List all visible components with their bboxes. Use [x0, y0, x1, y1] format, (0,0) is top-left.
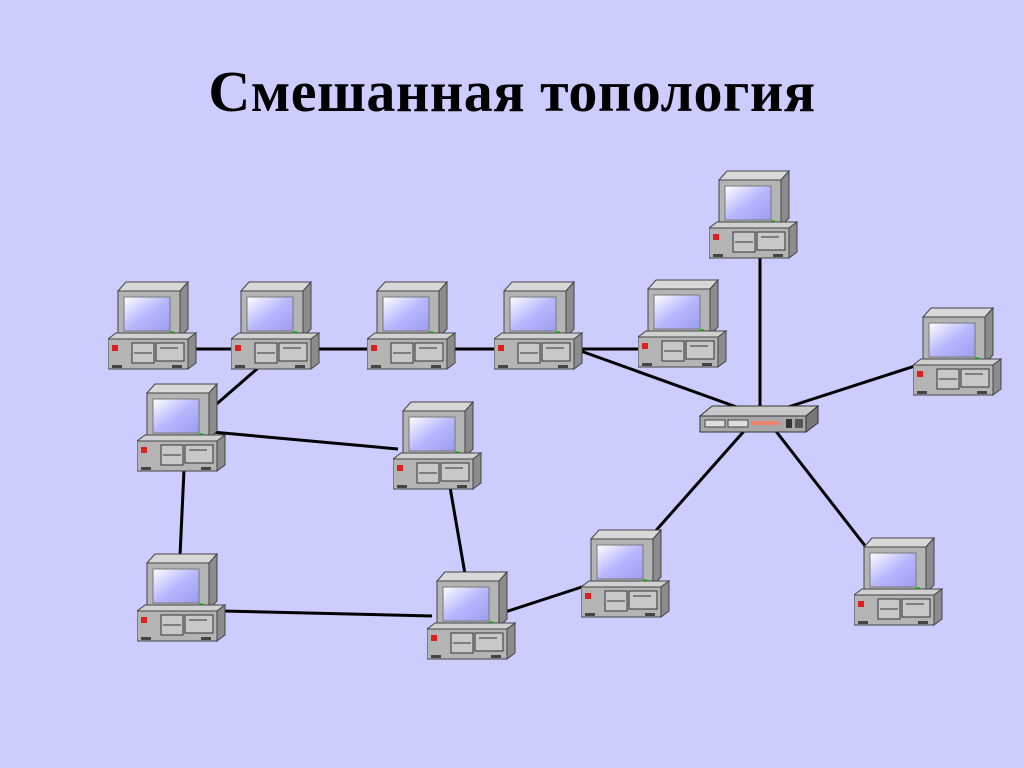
computer-icon — [854, 538, 942, 625]
computer-icon — [367, 282, 455, 369]
computer-icon — [581, 530, 669, 617]
link — [650, 429, 747, 536]
link — [211, 366, 259, 410]
computer-icon — [638, 280, 726, 367]
hub — [698, 404, 820, 433]
link — [504, 583, 589, 614]
computer-icon — [137, 554, 225, 641]
link — [178, 469, 186, 557]
computer-icon — [393, 402, 481, 489]
link — [784, 363, 919, 410]
computer-icon — [494, 282, 582, 369]
computers — [108, 171, 1001, 659]
computer-icon — [427, 572, 515, 659]
computer-icon — [231, 282, 319, 369]
computer-icon — [108, 282, 196, 369]
computer-icon — [913, 308, 1001, 395]
link — [448, 486, 467, 575]
link — [773, 429, 868, 548]
link — [577, 348, 746, 412]
link — [211, 430, 399, 451]
link — [221, 609, 433, 618]
slide-title: Смешанная топология — [208, 59, 816, 124]
computer-icon — [709, 171, 797, 258]
computer-icon — [137, 384, 225, 471]
